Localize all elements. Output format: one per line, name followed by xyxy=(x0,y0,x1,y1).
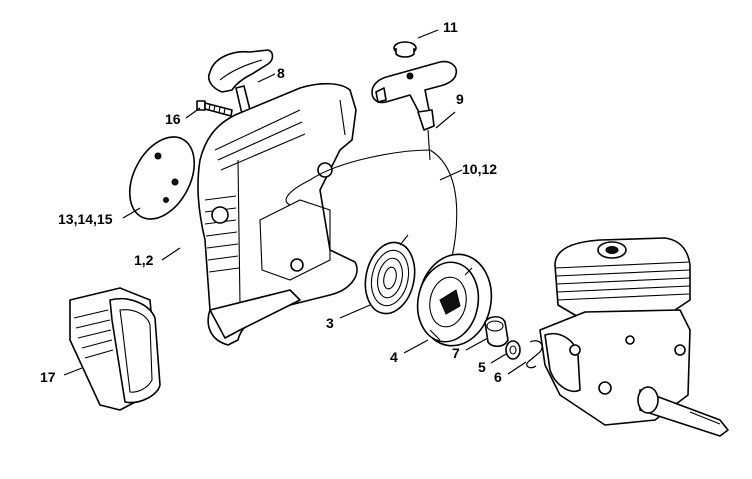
callout-1-2: 1,2 xyxy=(134,252,154,268)
callout-16: 16 xyxy=(165,111,181,127)
callout-10-12: 10,12 xyxy=(462,161,497,177)
callout-4: 4 xyxy=(390,349,398,365)
callout-5: 5 xyxy=(478,359,486,375)
starter-grip-part-8 xyxy=(207,49,274,115)
rope-rotor-part-4 xyxy=(416,253,493,347)
callout-11: 11 xyxy=(443,19,458,35)
callout-9: 9 xyxy=(456,91,464,107)
clip-part-6 xyxy=(526,340,543,369)
handle-part-9 xyxy=(371,60,458,161)
plug-part-11 xyxy=(393,41,417,58)
callout-3: 3 xyxy=(326,315,334,331)
callout-7: 7 xyxy=(452,345,460,361)
screw-part-16 xyxy=(196,100,233,117)
callout-17: 17 xyxy=(40,369,56,385)
pawl-part-7 xyxy=(484,315,509,348)
leader-lines xyxy=(63,29,527,376)
callout-8: 8 xyxy=(277,65,285,81)
cover-plate-part-13-14-15 xyxy=(128,136,196,220)
callout-6: 6 xyxy=(494,369,502,385)
rewind-spring-part-3 xyxy=(364,234,416,315)
callout-13-14-15: 13,14,15 xyxy=(58,211,113,227)
fan-housing-part-1-2 xyxy=(197,82,358,346)
air-filter-part-17 xyxy=(69,287,161,411)
washer-part-5 xyxy=(505,340,521,360)
engine-cylinder-assembly xyxy=(539,237,729,437)
